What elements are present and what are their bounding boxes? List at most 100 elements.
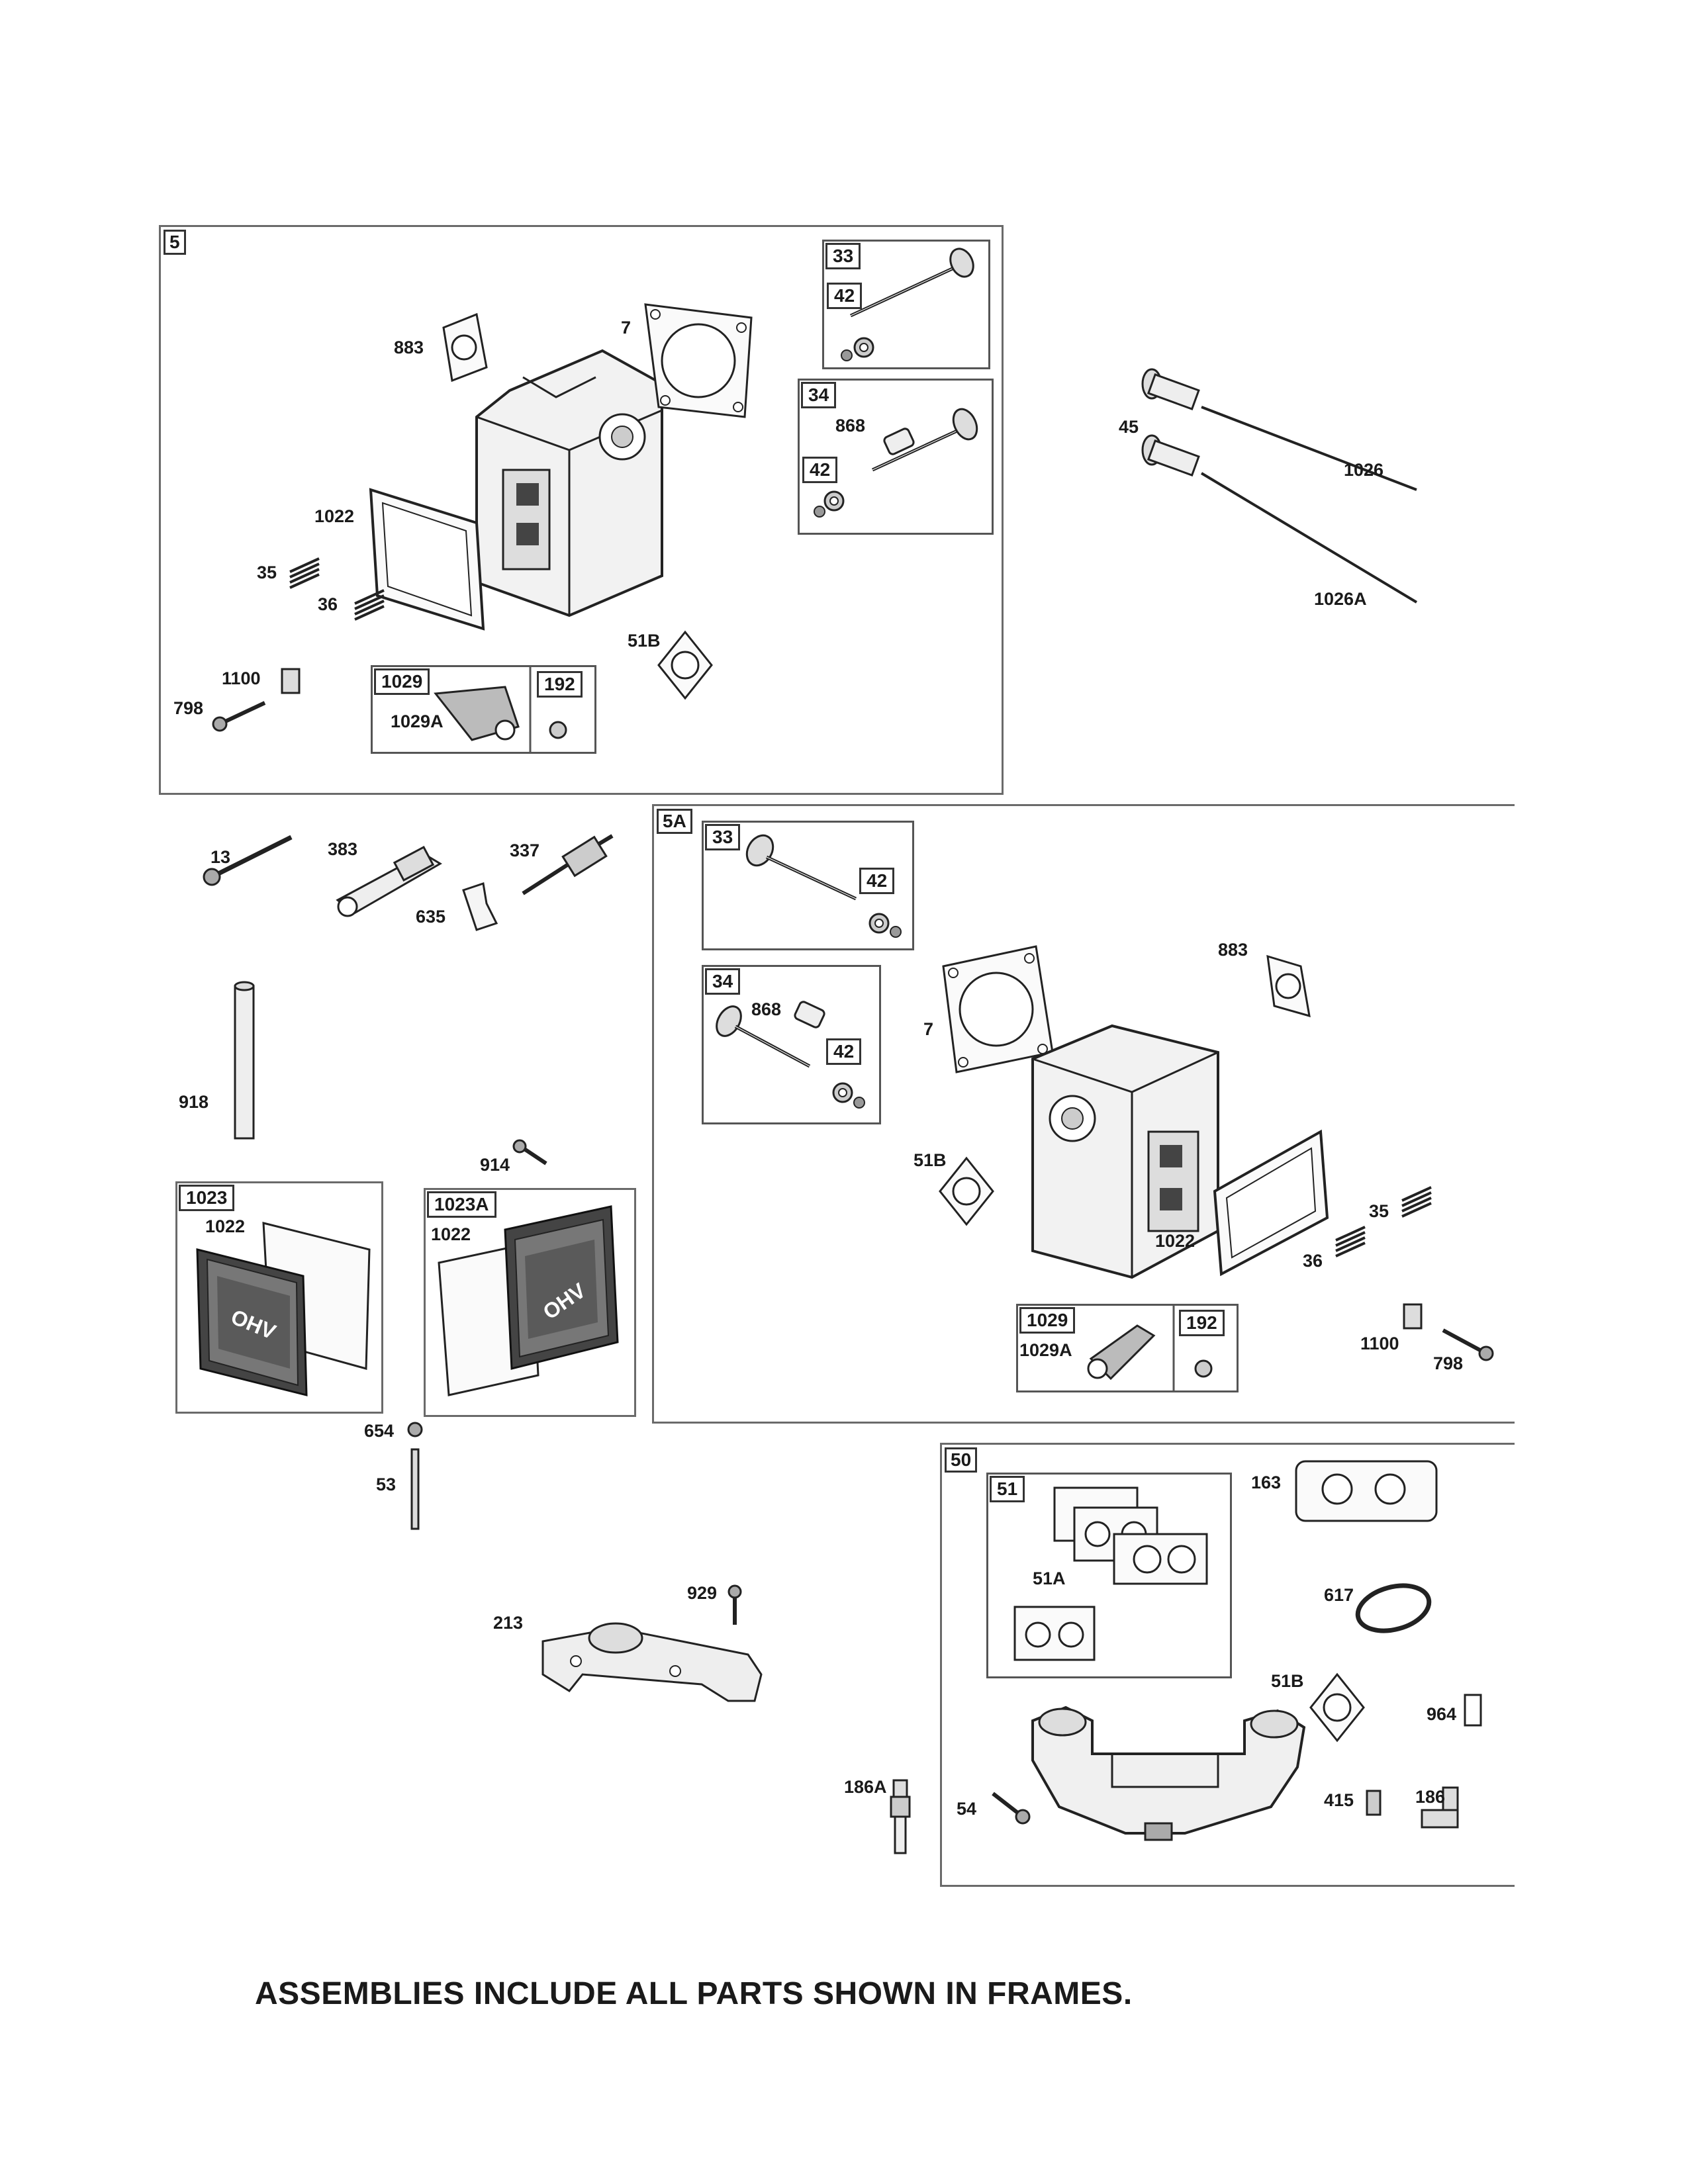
label-51b-mid: 51B — [914, 1150, 947, 1170]
label-163: 163 — [1251, 1473, 1282, 1492]
box-33-top: 33 42 — [822, 240, 990, 369]
gasket-163 — [1291, 1456, 1443, 1529]
boot-635 — [457, 877, 503, 936]
tag-42-top1: 42 — [827, 283, 863, 309]
tag-34-top: 34 — [801, 382, 837, 408]
label-36-top: 36 — [318, 594, 338, 614]
plug-964 — [1460, 1691, 1486, 1731]
label-868-mid: 868 — [751, 999, 782, 1019]
label-914: 914 — [480, 1155, 510, 1175]
spring-35-top — [285, 556, 324, 596]
label-415: 415 — [1324, 1790, 1354, 1810]
tag-1029-top: 1029 — [374, 668, 430, 695]
valve-cover-1023a — [426, 1190, 631, 1408]
label-35-top: 35 — [257, 563, 277, 582]
tag-192-mid: 192 — [1179, 1310, 1225, 1336]
bolt-54 — [986, 1787, 1033, 1827]
box-1029-mid: 1029 192 — [1016, 1304, 1239, 1392]
label-868-top: 868 — [835, 416, 866, 435]
label-883-mid: 883 — [1218, 940, 1248, 960]
box-51: 51 — [986, 1473, 1232, 1678]
nut-654 — [405, 1420, 425, 1439]
label-1100-mid: 1100 — [1360, 1334, 1399, 1353]
label-883-top: 883 — [394, 338, 424, 357]
gasket-51b-top — [655, 629, 715, 702]
box-34-mid: 34 42 — [702, 965, 881, 1124]
label-1100-top: 1100 — [222, 668, 261, 688]
bolt-798-top — [212, 695, 271, 735]
label-7-mid: 7 — [923, 1019, 934, 1039]
gasket-51b-bottom — [1307, 1671, 1367, 1744]
label-36-mid: 36 — [1303, 1251, 1323, 1271]
label-53: 53 — [376, 1475, 397, 1494]
box-1029-top: 1029 192 — [371, 665, 596, 754]
label-617: 617 — [1324, 1585, 1354, 1605]
label-1029a-top: 1029A — [391, 711, 444, 731]
box-33-mid: 33 42 — [702, 821, 914, 950]
label-798-top: 798 — [173, 698, 204, 718]
label-798-mid: 798 — [1433, 1353, 1464, 1373]
label-51b-bottom: 51B — [1271, 1671, 1304, 1691]
bolt-798-mid — [1436, 1324, 1496, 1363]
elbow-186 — [1417, 1784, 1470, 1837]
label-1026: 1026 — [1344, 460, 1384, 480]
frame-tag-50: 50 — [945, 1447, 978, 1473]
tag-1029-mid: 1029 — [1019, 1307, 1076, 1334]
label-337: 337 — [510, 841, 540, 860]
tag-51: 51 — [990, 1476, 1025, 1502]
valve-33-mid — [704, 823, 912, 948]
label-654: 654 — [364, 1421, 395, 1441]
label-1029a-mid: 1029A — [1019, 1340, 1072, 1360]
valve-33-top — [824, 242, 983, 367]
tag-34-mid: 34 — [705, 968, 741, 995]
intake-gasket-883-top — [434, 311, 493, 384]
clip-1100-top — [278, 665, 305, 698]
tag-42-top2: 42 — [802, 457, 838, 483]
spring-35-mid — [1397, 1185, 1436, 1224]
spring-36-mid — [1331, 1224, 1370, 1264]
pushrod-set-45-1026 — [1139, 357, 1423, 609]
tag-42-mid2: 42 — [826, 1038, 862, 1065]
rocker-arm-1029a-top — [373, 667, 594, 752]
frame-1023: 1023 1022 OHV — [175, 1181, 383, 1414]
clip-1100-mid — [1400, 1300, 1427, 1334]
label-51b-top: 51B — [628, 631, 661, 651]
bracket-213 — [530, 1602, 768, 1707]
frame-1023a: 1023A 1022 OHV — [424, 1188, 636, 1417]
assembly-note: ASSEMBLIES INCLUDE ALL PARTS SHOWN IN FR… — [255, 1976, 1133, 2011]
screw-929 — [722, 1585, 748, 1631]
tube-918 — [228, 979, 261, 1145]
box-34-top: 34 42 — [798, 379, 994, 535]
oring-617 — [1350, 1578, 1436, 1638]
cylinder-head-5a — [1019, 1013, 1231, 1310]
valve-34-mid — [704, 967, 879, 1122]
spark-plug-337 — [516, 831, 616, 903]
label-635: 635 — [416, 907, 446, 927]
tag-42-mid1: 42 — [859, 868, 895, 894]
spring-36-top — [350, 588, 389, 627]
tag-33-mid: 33 — [705, 824, 741, 850]
label-51a: 51A — [1033, 1569, 1066, 1588]
label-35-mid: 35 — [1369, 1201, 1389, 1221]
fitting-415 — [1360, 1787, 1387, 1820]
intake-manifold — [1019, 1694, 1311, 1853]
cover-gasket-1022-top — [357, 477, 496, 635]
valve-34-top — [800, 381, 992, 533]
frame-5a: 5A — [652, 804, 1515, 1424]
frame-5: 5 — [159, 225, 1004, 795]
label-13: 13 — [211, 847, 231, 867]
gasket-set-51a — [988, 1475, 1230, 1676]
label-186: 186 — [1415, 1787, 1446, 1807]
intake-gasket-883-mid — [1258, 950, 1317, 1023]
label-929: 929 — [687, 1583, 718, 1603]
rocker-arm-1029a-mid — [1018, 1306, 1237, 1390]
label-213: 213 — [493, 1613, 524, 1633]
cover-gasket-1022-mid — [1201, 1118, 1340, 1277]
label-54: 54 — [957, 1799, 977, 1819]
label-918: 918 — [179, 1092, 209, 1112]
bracket-383 — [324, 841, 450, 927]
label-1022-1023a: 1022 — [431, 1224, 471, 1244]
tag-1023: 1023 — [179, 1185, 235, 1211]
head-gasket-7-mid — [930, 940, 1062, 1079]
